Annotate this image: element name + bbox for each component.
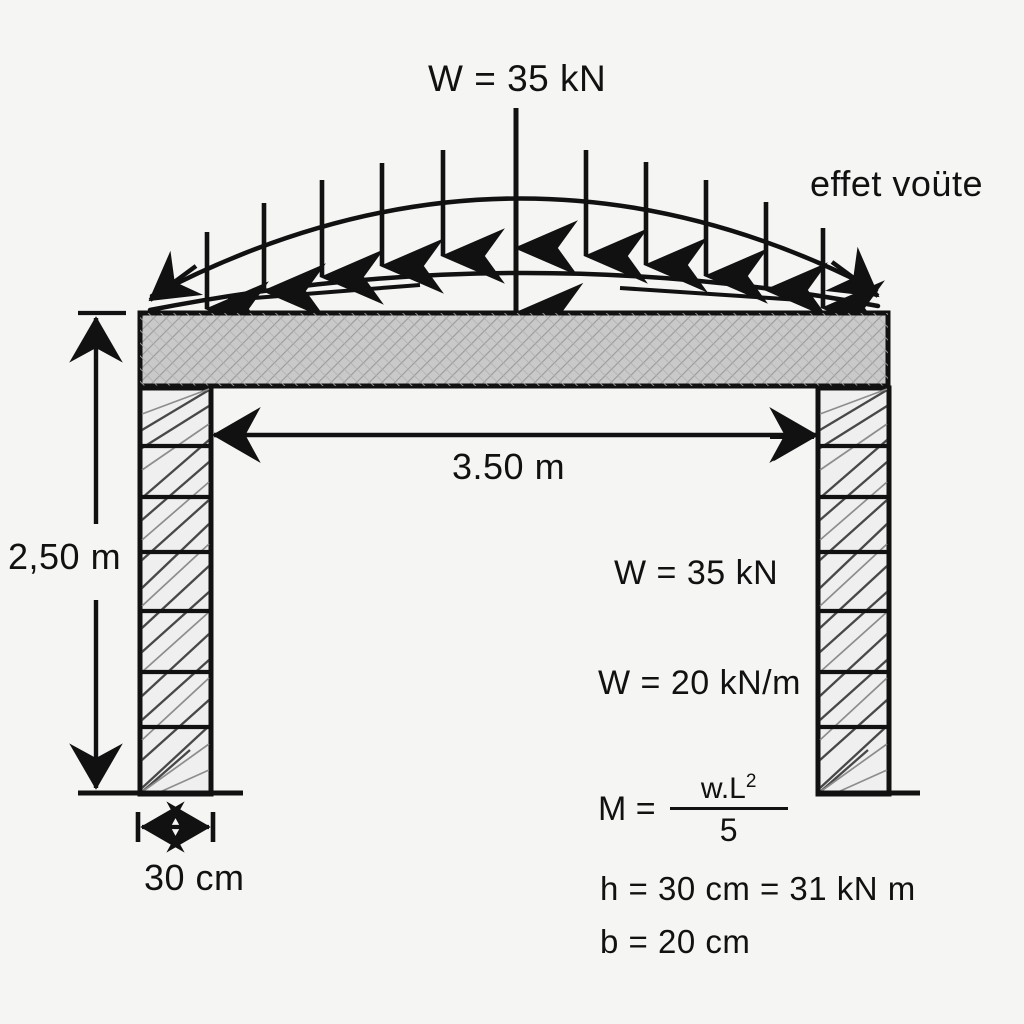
- load-arrow-right-end: [824, 246, 880, 298]
- moment-formula-numerator-text: w.L: [700, 772, 746, 805]
- right-column-hatching-light: [819, 388, 888, 793]
- beam-body-crosshatch: [140, 313, 888, 386]
- left-column-hatching: [141, 389, 210, 793]
- arch-load-group: [147, 108, 885, 344]
- left-column-hatching-light: [141, 388, 210, 793]
- span-dimension-label: 3.50 m: [452, 446, 566, 487]
- moment-formula-denominator: 5: [719, 812, 738, 848]
- height-dimension: [69, 310, 126, 790]
- note-section-width: b = 20 cm: [600, 923, 751, 960]
- beam-group: [137, 310, 891, 389]
- moment-formula-lhs: M =: [598, 789, 656, 828]
- right-column-group: [815, 385, 892, 797]
- moment-formula-fraction: w.L2 5: [669, 772, 788, 848]
- load-leader-lines: [227, 283, 801, 302]
- moment-formula-bar: [669, 807, 788, 810]
- left-column-courses: [140, 443, 211, 730]
- moment-formula-numerator: w.L2: [695, 772, 763, 807]
- left-column-group: [137, 385, 214, 797]
- leader-right: [619, 286, 801, 302]
- arch-effect-label: effet voüte: [810, 163, 983, 204]
- column-width-label: 30 cm: [144, 857, 245, 898]
- top-load-label: W = 35 kN: [428, 58, 607, 99]
- note-distributed-load: W = 20 kN/m: [598, 664, 801, 702]
- load-arrow-left-end: [148, 250, 204, 302]
- note-section-height: h = 30 cm = 31 kN m: [600, 870, 916, 907]
- note-point-load: W = 35 kN: [614, 554, 779, 592]
- moment-formula: M = w.L2 5: [598, 772, 788, 846]
- right-column-courses: [818, 443, 889, 730]
- moment-formula-exponent: 2: [745, 771, 757, 792]
- leader-left: [227, 283, 421, 302]
- column-width-dimension: [135, 801, 216, 853]
- height-dimension-label: 2,50 m: [8, 536, 122, 577]
